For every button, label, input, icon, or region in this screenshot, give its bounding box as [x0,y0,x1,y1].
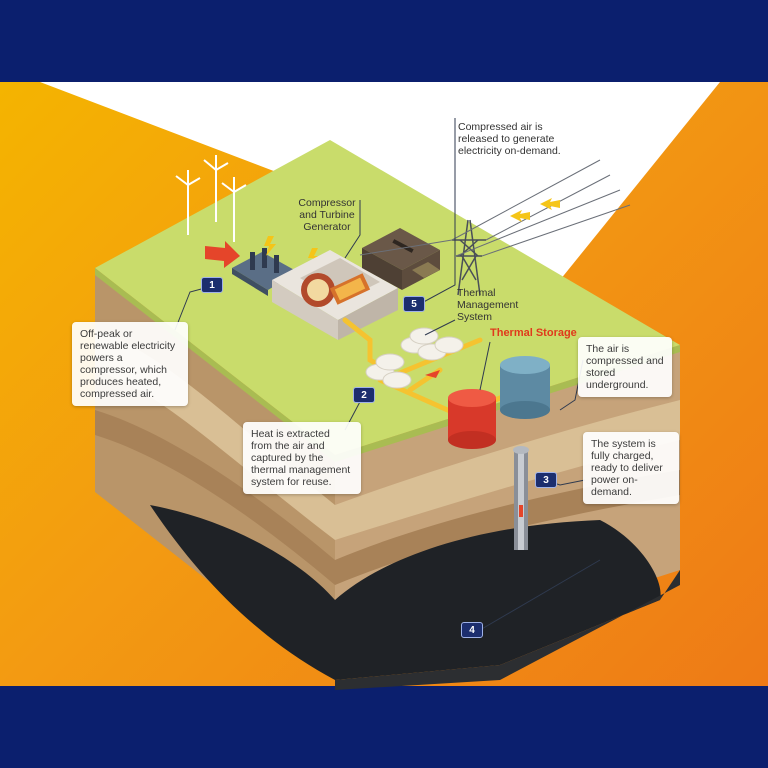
compressor-building [272,250,398,340]
step-badge-4: 4 [461,622,483,638]
callout-air-stored: The air is compressed and stored undergr… [578,337,672,397]
ground-surface-edge [95,268,680,462]
top-banner [0,0,768,82]
leader-thermal-storage [479,341,491,391]
callout-step-1: Off-peak or renewable electricity powers… [72,322,188,406]
label-step-5: Compressed air is released to generate e… [458,121,561,157]
leader-step-5 [417,118,456,306]
step-badge-2: 2 [353,387,375,403]
leader-step-4 [479,559,601,631]
strata-band-lower [95,410,680,585]
step-badge-3: 3 [535,472,557,488]
well-shaft [513,446,529,550]
label-thermal-storage: Thermal Storage [490,327,577,339]
callout-step-2: Heat is extracted from the air and captu… [243,422,361,494]
power-flow-arrows [510,198,560,222]
step-badge-5: 5 [403,296,425,312]
step-badge-1: 1 [201,277,223,293]
pipe-flow-arrow [425,370,440,378]
storage-tank-blue [500,356,550,419]
power-input-arrow [205,241,240,268]
underground-cavern [150,505,661,680]
storage-tank-red [448,389,496,449]
electric-sparks [264,236,320,268]
label-thermal-management: Thermal Management System [457,287,519,323]
wind-turbines [175,155,247,242]
leader-step-1 [174,287,206,331]
leader-thermal-management [424,319,456,336]
label-compressor: Compressor and Turbine Generator [298,197,356,233]
heat-exchangers [365,327,464,389]
cavern-floor [335,570,680,690]
generator-building [362,228,440,290]
callout-step-3: The system is fully charged, ready to de… [583,432,679,504]
leader-compressor [344,200,361,259]
bottom-banner [0,686,768,768]
power-lines [359,159,631,257]
